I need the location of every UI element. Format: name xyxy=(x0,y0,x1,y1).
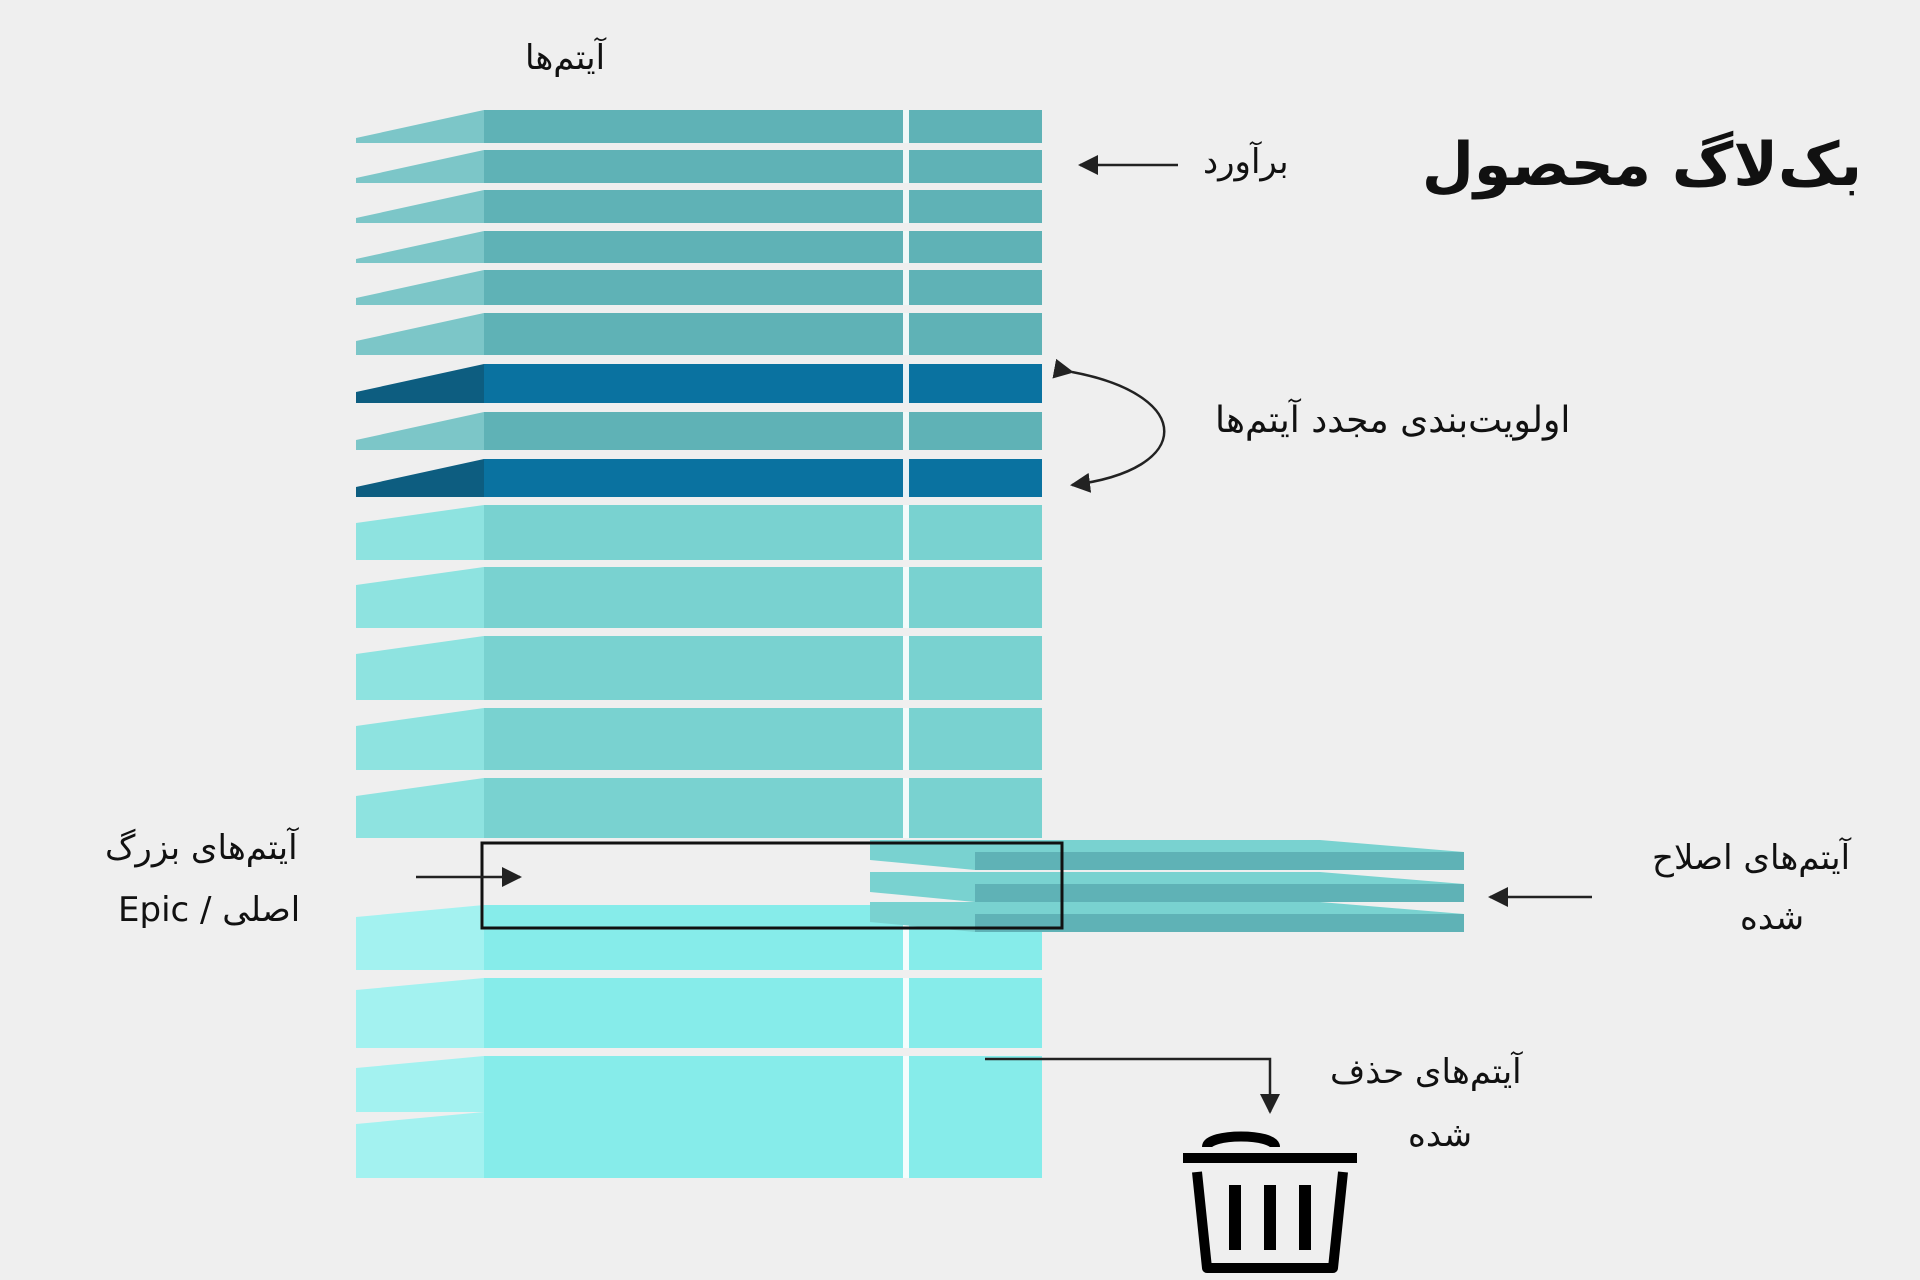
backlog-item-3-face xyxy=(484,190,1042,223)
removed-item-2-face xyxy=(484,978,1042,1048)
items-label: آیتم‌ها xyxy=(525,38,606,78)
removed-items-arrow xyxy=(985,1057,1280,1114)
refined-item-face-1 xyxy=(975,852,1464,870)
large-item-5 xyxy=(356,778,1042,838)
backlog-item-7 xyxy=(356,364,1042,403)
backlog-item-2-divider xyxy=(903,150,909,183)
trash-icon xyxy=(1183,1131,1357,1273)
backlog-item-7-side xyxy=(356,364,484,403)
large-item-5-divider xyxy=(903,778,909,838)
backlog-item-2-side xyxy=(356,150,484,183)
backlog-item-7-divider xyxy=(903,364,909,403)
large-item-5-face xyxy=(484,778,1042,838)
large-item-5-side xyxy=(356,778,484,838)
removed-items-label-line2: شده xyxy=(1408,1115,1473,1155)
backlog-item-8 xyxy=(356,412,1042,450)
reprioritize-label: اولویت‌بندی مجدد آیتم‌ها xyxy=(1215,400,1571,441)
backlog-item-5-divider xyxy=(903,270,909,305)
removed-item-2 xyxy=(356,978,1042,1048)
removed-item-1-divider xyxy=(903,905,909,970)
removed-items-label-line1: آیتم‌های حذف xyxy=(1330,1052,1522,1092)
backlog-item-1-face xyxy=(484,110,1042,143)
backlog-item-6-divider xyxy=(903,313,909,355)
backlog-item-8-divider xyxy=(903,412,909,450)
backlog-item-3-divider xyxy=(903,190,909,223)
large-item-3 xyxy=(356,636,1042,700)
backlog-item-5-side xyxy=(356,270,484,305)
large-item-2-face xyxy=(484,567,1042,628)
backlog-item-6-face xyxy=(484,313,1042,355)
removed-item-3 xyxy=(356,1056,1042,1112)
large-item-3-side xyxy=(356,636,484,700)
large-item-2 xyxy=(356,567,1042,628)
refined-item-face-3 xyxy=(975,914,1464,932)
backlog-item-6-side xyxy=(356,313,484,355)
refined-item-face-2 xyxy=(975,884,1464,902)
removed-item-4-divider xyxy=(903,1112,909,1178)
backlog-item-4-side xyxy=(356,231,484,263)
large-item-4 xyxy=(356,708,1042,770)
large-item-4-side xyxy=(356,708,484,770)
removed-item-4-side xyxy=(356,1112,484,1178)
backlog-item-5 xyxy=(356,270,1042,305)
backlog-item-5-face xyxy=(484,270,1042,305)
large-items-label-line1: آیتم‌های بزرگ xyxy=(105,828,298,868)
backlog-item-2-face xyxy=(484,150,1042,183)
backlog-item-7-face xyxy=(484,364,1042,403)
backlog-item-1-side xyxy=(356,110,484,143)
backlog-item-4-face xyxy=(484,231,1042,263)
refined-items-label-line2: شده xyxy=(1740,898,1805,938)
large-item-3-divider xyxy=(903,636,909,700)
large-item-3-face xyxy=(484,636,1042,700)
removed-item-4 xyxy=(356,1112,1042,1178)
removed-item-3-side xyxy=(356,1056,484,1112)
backlog-item-9 xyxy=(356,459,1042,497)
backlog-item-9-side xyxy=(356,459,484,497)
diagram-title: بک‌لاگ محصول xyxy=(1421,130,1862,200)
large-item-2-side xyxy=(356,567,484,628)
backlog-item-9-face xyxy=(484,459,1042,497)
large-item-1-side xyxy=(356,505,484,560)
estimate-label: برآورد xyxy=(1203,142,1289,182)
backlog-item-8-face xyxy=(484,412,1042,450)
reprioritize-arrow xyxy=(1052,358,1166,493)
trash-icon-handle xyxy=(1202,1131,1280,1150)
removed-item-2-side xyxy=(356,978,484,1048)
backlog-item-9-divider xyxy=(903,459,909,497)
removed-item-4-face xyxy=(484,1112,1042,1178)
backlog-item-3 xyxy=(356,190,1042,223)
split-box-gap xyxy=(485,846,870,894)
trash-icon-can xyxy=(1192,1171,1348,1273)
large-item-4-face xyxy=(484,708,1042,770)
removed-item-2-divider xyxy=(903,978,909,1048)
backlog-item-8-side xyxy=(356,412,484,450)
backlog-item-4-divider xyxy=(903,231,909,263)
removed-item-1-side xyxy=(356,905,484,970)
backlog-item-2 xyxy=(356,150,1042,183)
backlog-item-1 xyxy=(356,110,1042,143)
refined-items-label-line1: آیتم‌های اصلاح xyxy=(1652,838,1851,878)
backlog-item-4 xyxy=(356,231,1042,263)
large-item-1 xyxy=(356,505,1042,560)
removed-item-3-face xyxy=(484,1056,1042,1112)
large-items-label-line2: اصلی / Epic xyxy=(118,890,301,930)
large-item-4-divider xyxy=(903,708,909,770)
split-box xyxy=(480,841,1064,930)
large-item-1-divider xyxy=(903,505,909,560)
large-item-2-divider xyxy=(903,567,909,628)
removed-item-3-divider xyxy=(903,1056,909,1112)
large-item-1-face xyxy=(484,505,1042,560)
backlog-item-3-side xyxy=(356,190,484,223)
backlog-item-1-divider xyxy=(903,110,909,143)
backlog-item-6 xyxy=(356,313,1042,355)
